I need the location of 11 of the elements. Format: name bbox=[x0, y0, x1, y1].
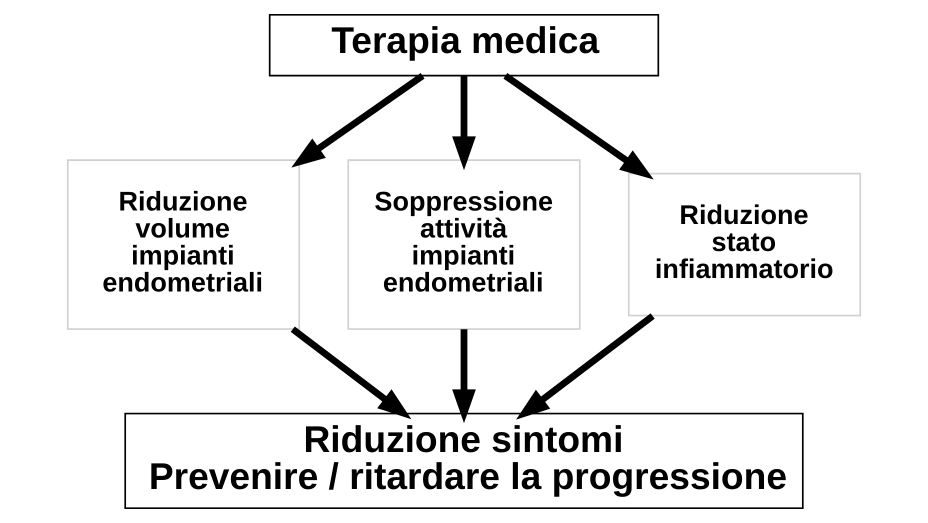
node-box: Soppressione attività impianti endometriali bbox=[347, 159, 581, 330]
node-box: Riduzione stato infiammatorio bbox=[628, 172, 862, 316]
arrow bbox=[290, 326, 412, 420]
arrow bbox=[452, 76, 476, 170]
node-box: Riduzione sintomi Prevenire / ritardare la progressione bbox=[124, 412, 804, 510]
arrow bbox=[503, 73, 654, 180]
node-box: Terapia medica bbox=[268, 14, 660, 76]
node-box: Riduzione volume impianti endometriali bbox=[66, 159, 300, 330]
arrow bbox=[291, 73, 425, 168]
arrow bbox=[452, 329, 476, 424]
arrow bbox=[516, 313, 655, 420]
